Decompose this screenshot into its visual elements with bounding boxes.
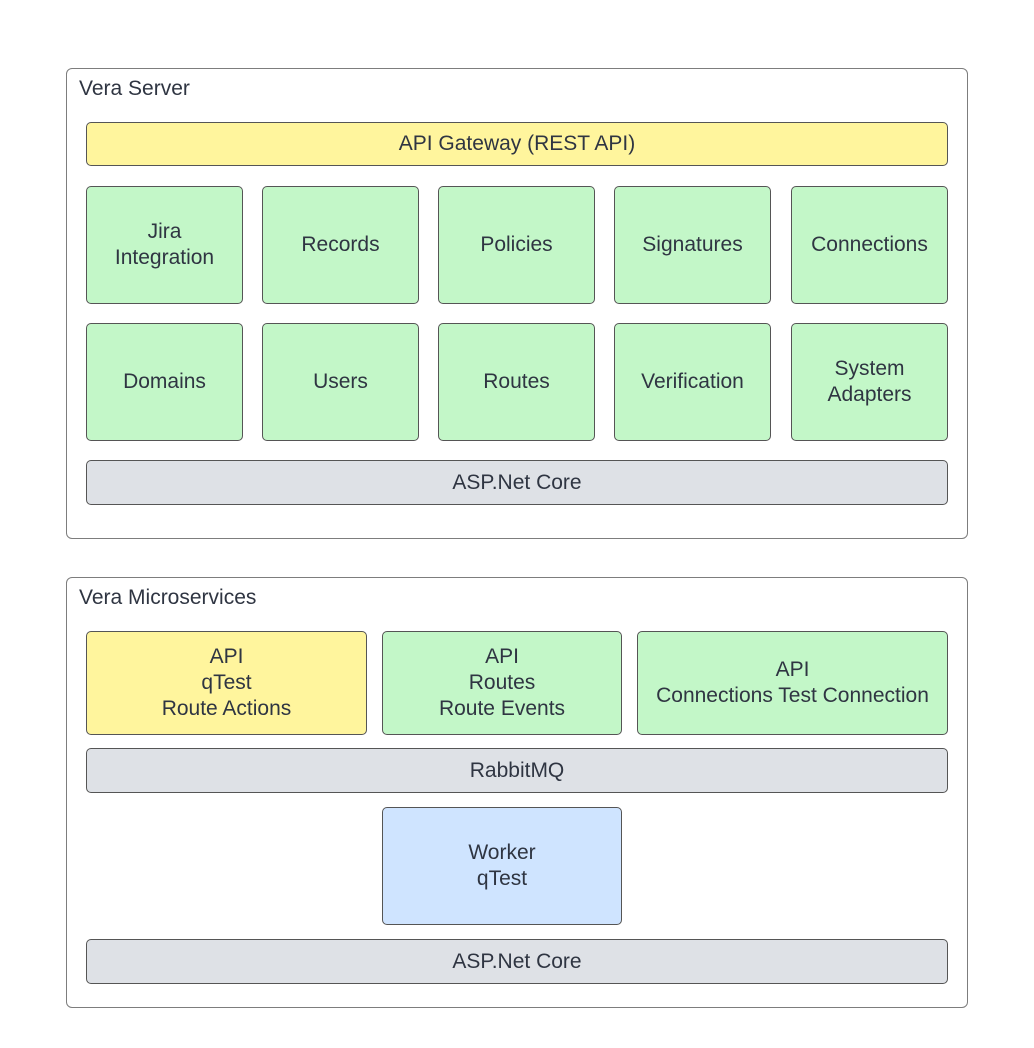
api-label: qTest: [201, 671, 252, 694]
api-routes-route-events-box: API Routes Route Events: [382, 631, 622, 735]
module-routes: Routes: [438, 323, 595, 441]
module-label: Policies: [480, 233, 553, 256]
module-jira-integration: Jira Integration: [86, 186, 243, 304]
api-label: Route Events: [438, 697, 566, 720]
module-domains: Domains: [86, 323, 243, 441]
api-gateway-box: API Gateway (REST API): [86, 122, 948, 166]
vera-microservices-title: Vera Microservices: [79, 586, 257, 609]
module-signatures: Signatures: [614, 186, 771, 304]
module-records: Records: [262, 186, 419, 304]
module-label: Records: [301, 233, 380, 256]
microservices-framework-label: ASP.Net Core: [452, 949, 582, 973]
server-framework-label: ASP.Net Core: [452, 470, 582, 494]
module-label: Adapters: [827, 383, 912, 406]
api-label: Connections Test Connection: [656, 684, 929, 707]
module-label: Users: [313, 370, 368, 393]
api-gateway-label: API Gateway (REST API): [398, 132, 636, 155]
module-label: System: [834, 357, 905, 380]
worker-qtest-box: Worker qTest: [382, 807, 622, 925]
api-connections-test-box: API Connections Test Connection: [637, 631, 948, 735]
module-users: Users: [262, 323, 419, 441]
api-label: API: [209, 645, 244, 668]
module-system-adapters: System Adapters: [791, 323, 948, 441]
module-label: Routes: [483, 370, 550, 393]
worker-label: Worker: [468, 841, 536, 864]
vera-server-title: Vera Server: [79, 77, 190, 100]
microservices-aspnet-core-box: ASP.Net Core: [86, 939, 948, 984]
module-verification: Verification: [614, 323, 771, 441]
api-label: Routes: [468, 671, 536, 694]
module-label: Verification: [641, 370, 744, 393]
queue-label: RabbitMQ: [469, 758, 565, 782]
module-label: Signatures: [642, 233, 743, 256]
module-connections: Connections: [791, 186, 948, 304]
module-policies: Policies: [438, 186, 595, 304]
module-label: Connections: [811, 233, 928, 256]
module-label: Domains: [123, 370, 206, 393]
api-qtest-route-actions-box: API qTest Route Actions: [86, 631, 367, 735]
api-label: API: [775, 658, 810, 681]
api-label: API: [485, 645, 519, 668]
module-label: Integration: [114, 246, 215, 269]
worker-label: qTest: [476, 867, 528, 890]
rabbitmq-box: RabbitMQ: [86, 748, 948, 793]
api-label: Route Actions: [161, 697, 292, 720]
module-label: Jira: [147, 220, 182, 243]
server-aspnet-core-box: ASP.Net Core: [86, 460, 948, 505]
